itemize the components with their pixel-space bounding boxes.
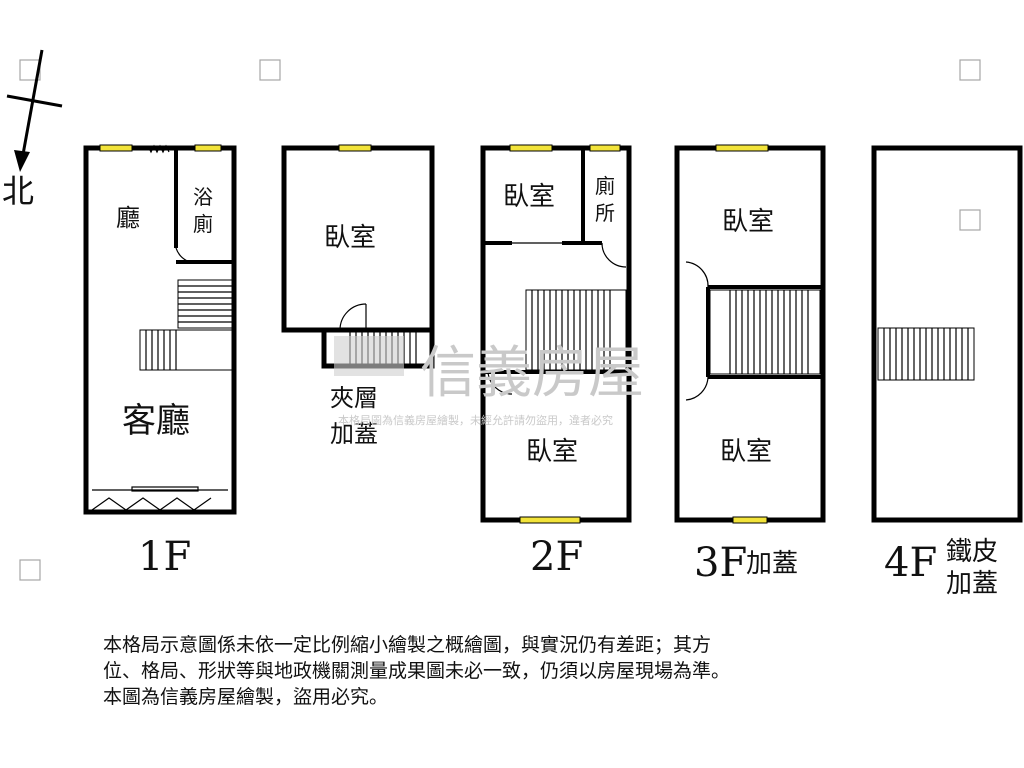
svg-text:臥室: 臥室 — [526, 437, 578, 467]
disclaimer-text: 本格局示意圖係未依一定比例縮小繪製之概繪圖，與實況仍有差距；其方 位、格局、形狀… — [103, 632, 923, 710]
north-arrow: 北 — [2, 49, 63, 210]
1f-stair-steps-b — [145, 330, 177, 370]
floor-mezzanine-plan: 臥室 夾層 加蓋 — [281, 144, 435, 448]
floor-label-4f: 4F — [884, 540, 937, 586]
floor-4f-plan: 4F 鐵皮 加蓋 — [871, 145, 1023, 599]
svg-text:夾層: 夾層 — [330, 384, 378, 412]
svg-text:臥室: 臥室 — [503, 182, 555, 212]
svg-text:廁: 廁 — [595, 174, 615, 198]
2f-stair-steps — [531, 290, 611, 370]
svg-text:信義房屋: 信義房屋 — [420, 341, 644, 406]
svg-text:本格局圖為信義房屋繪製，未經允許請勿盜用，違者必究: 本格局圖為信義房屋繪製，未經允許請勿盜用，違者必究 — [338, 413, 613, 427]
svg-text:浴: 浴 — [193, 185, 213, 209]
4f-stair-steps — [883, 328, 969, 380]
svg-text:臥室: 臥室 — [720, 437, 772, 467]
disclaimer-line: 位、格局、形狀等與地政機關測量成果圖未必一致，仍須以房屋現場為準。 — [103, 660, 731, 682]
floor-label-1f: 1F — [138, 534, 191, 580]
floor-2f-plan: 臥室 廁 所 臥室 2F — [480, 144, 632, 580]
svg-text:臥室: 臥室 — [324, 223, 376, 253]
svg-text:客廳: 客廳 — [122, 401, 190, 441]
svg-text:臥室: 臥室 — [722, 207, 774, 237]
north-label: 北 — [2, 172, 34, 210]
1f-stair-steps-a — [178, 285, 232, 323]
floor-1f-plan: 廳 浴 廁 客廳 1F — [83, 144, 237, 580]
floor-label-2f: 2F — [530, 534, 583, 580]
disclaimer-line: 本格局示意圖係未依一定比例縮小繪製之概繪圖，與實況仍有差距；其方 — [103, 634, 712, 656]
background-watermark-pattern — [19, 59, 981, 581]
svg-text:加蓋: 加蓋 — [330, 420, 378, 448]
svg-text:加蓋: 加蓋 — [746, 549, 798, 579]
svg-text:廁: 廁 — [193, 212, 213, 236]
svg-text:鐵皮: 鐵皮 — [946, 537, 998, 567]
svg-text:加蓋: 加蓋 — [946, 569, 998, 599]
floor-label-3f: 3F — [694, 540, 747, 586]
3f-stair-steps — [729, 290, 809, 374]
disclaimer-line: 本圖為信義房屋繪製，盜用必究。 — [103, 686, 389, 708]
svg-text:所: 所 — [595, 201, 615, 225]
floor-3f-plan: 臥室 臥室 3F 加蓋 — [674, 144, 826, 586]
svg-text:廳: 廳 — [116, 204, 140, 232]
brand-watermark: 信義房屋 本格局圖為信義房屋繪製，未經允許請勿盜用，違者必究 — [334, 336, 644, 427]
